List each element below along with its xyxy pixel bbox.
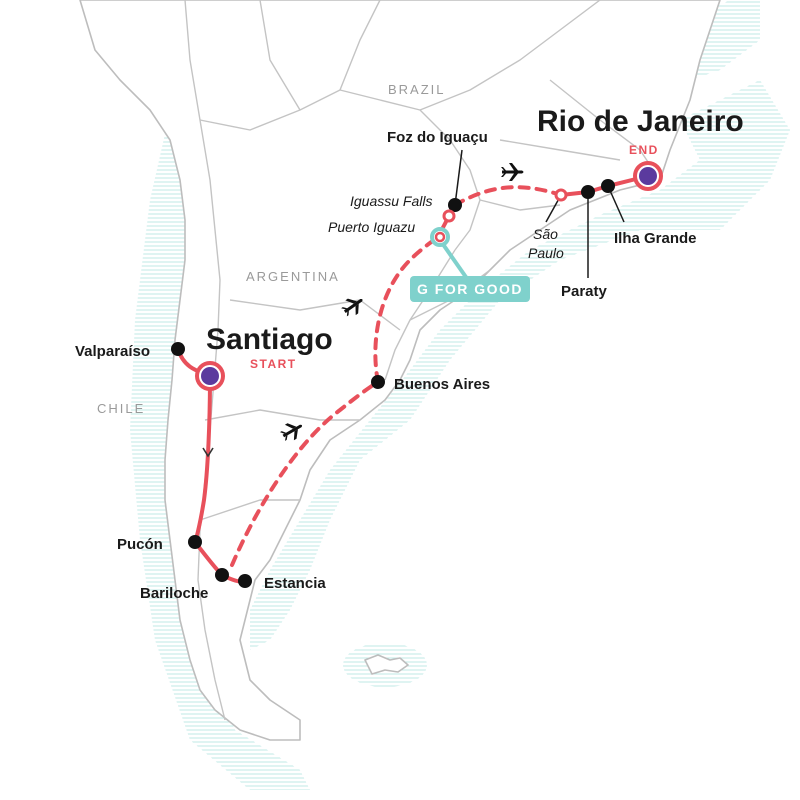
label-iguassu-falls: Iguassu Falls <box>350 193 432 209</box>
country-label-chile: CHILE <box>97 401 145 416</box>
stop-bariloche[interactable] <box>215 568 229 582</box>
airplane-icon <box>341 298 363 317</box>
stop-ilha-grande[interactable] <box>601 179 615 193</box>
g-for-good-label: G FOR GOOD <box>417 281 523 297</box>
city-name-rio: Rio de Janeiro <box>537 105 744 138</box>
city-tag-end: END <box>629 143 659 157</box>
label-paraty: Paraty <box>561 283 608 300</box>
label-sao-paulo-1: São <box>533 226 558 242</box>
g-for-good-badge[interactable]: G FOR GOOD <box>410 276 530 302</box>
major-city-santiago[interactable] <box>195 361 225 391</box>
south-america-landmass <box>79 0 721 741</box>
label-puerto-iguazu: Puerto Iguazu <box>328 219 415 235</box>
airplane-icon <box>501 163 524 181</box>
stop-valparaiso[interactable] <box>171 342 185 356</box>
falkland-islands <box>364 654 409 675</box>
label-foz-do-iguacu: Foz do Iguaçu <box>387 129 488 146</box>
g-for-good-connector <box>438 238 470 282</box>
country-label-argentina: ARGENTINA <box>246 269 340 284</box>
puerto-iguazu-marker <box>434 231 446 243</box>
label-pucon: Pucón <box>117 536 163 553</box>
stop-buenos-aires[interactable] <box>371 375 385 389</box>
label-buenos-aires: Buenos Aires <box>394 376 490 393</box>
city-tag-start: START <box>250 357 297 371</box>
route-flights <box>230 185 563 567</box>
stop-iguassu-falls[interactable] <box>442 209 456 223</box>
city-name-santiago: Santiago <box>206 323 333 356</box>
country-label-brazil: BRAZIL <box>388 82 446 97</box>
stop-paraty[interactable] <box>581 185 595 199</box>
label-estancia: Estancia <box>264 575 326 592</box>
stop-sao-paulo[interactable] <box>554 188 568 202</box>
label-sao-paulo-2: Paulo <box>528 245 564 261</box>
stop-pucon[interactable] <box>188 535 202 549</box>
chevron-down-icon <box>202 447 214 458</box>
airplane-icon <box>279 423 303 441</box>
stop-estancia[interactable] <box>238 574 252 588</box>
major-city-rio[interactable] <box>633 161 663 191</box>
label-bariloche: Bariloche <box>140 585 208 602</box>
stop-foz-do-iguacu[interactable] <box>448 198 462 212</box>
label-valparaiso: Valparaíso <box>75 343 150 360</box>
label-ilha-grande: Ilha Grande <box>614 230 697 247</box>
